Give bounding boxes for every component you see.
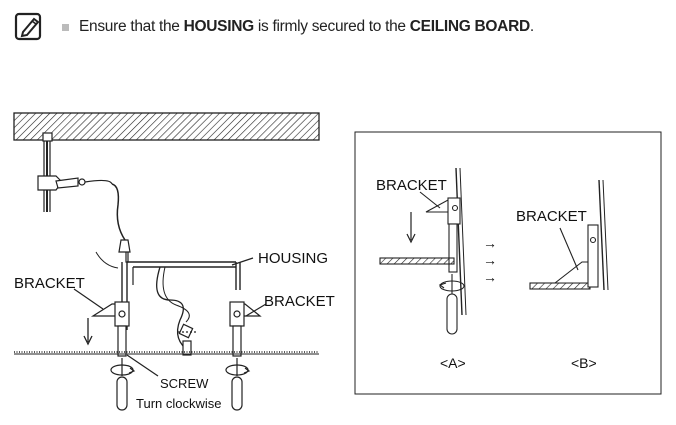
caption-b: <B> [571,355,597,371]
screwdriver-left [110,358,136,411]
screwdriver-right [225,358,251,411]
screw-label: SCREW [160,376,209,391]
inset-figure-a [379,167,467,335]
note-text: Ensure that the HOUSING is firmly secure… [79,18,534,35]
left-figure [13,112,320,411]
safety-wire [111,183,126,241]
housing-label: HOUSING [258,250,328,267]
bracket-right-label: BRACKET [264,293,335,310]
ceiling-slab [13,112,320,141]
inset-arrow-1: → [483,235,497,251]
note-line: Ensure that the HOUSING is firmly secure… [14,10,534,44]
inset-arrow-2: → [483,252,497,268]
ceiling-board-term: CEILING BOARD [409,18,530,35]
inset-box [354,131,662,395]
caption-a: <A> [440,355,466,371]
inset-bracket-b-label: BRACKET [516,208,587,225]
note-pencil-icon [14,12,42,41]
note-bullet [62,23,69,31]
inset-figure-b [529,179,609,291]
right-bracket [229,301,262,357]
hanging-bolt [37,132,113,212]
turn-clockwise-label: Turn clockwise [136,396,221,411]
cable [156,266,191,353]
inset-bracket-a-label: BRACKET [376,177,447,194]
inset-arrow-3: → [483,269,497,285]
left-bracket [90,301,130,357]
bracket-left-label: BRACKET [14,275,85,292]
housing-term: HOUSING [183,18,255,35]
